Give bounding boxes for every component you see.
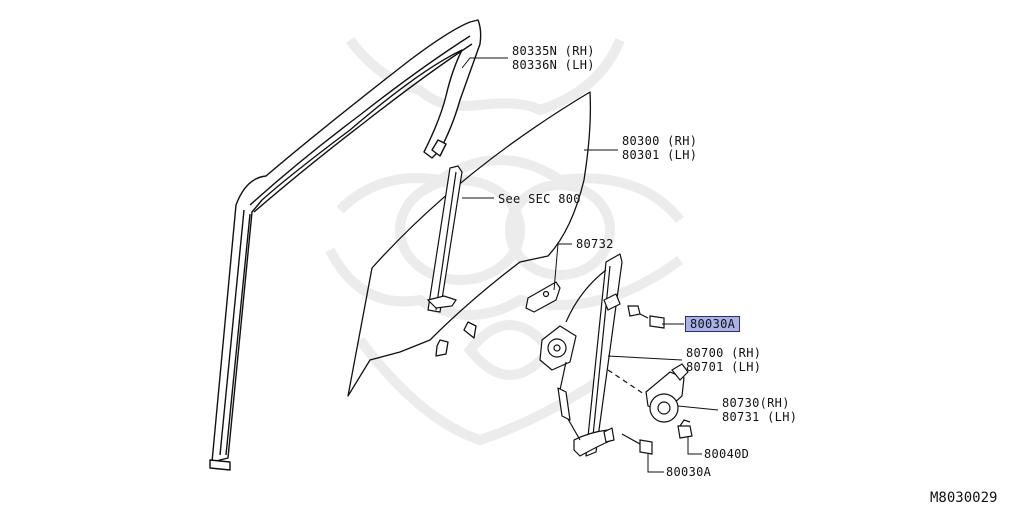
label-80300-rh: 80300 (RH) (622, 134, 698, 148)
glass-run-channel (426, 165, 463, 313)
regulator-motor (607, 363, 689, 423)
diagram-code: M8030029 (930, 490, 998, 506)
label-80701-lh: 80701 (LH) (686, 360, 762, 374)
leader-lines (461, 57, 719, 473)
label-80301-lh: 80301 (LH) (622, 148, 698, 162)
watermark-logo (325, 36, 684, 446)
window-regulator (539, 253, 623, 457)
label-80730-rh: 80730(RH) (722, 396, 790, 410)
label-80336n-lh: 80336N (LH) (512, 58, 595, 72)
bolt-80030a-bottom (621, 433, 653, 455)
nut-80040d (677, 419, 693, 439)
bracket-80732 (525, 281, 561, 313)
label-80700-rh: 80700 (RH) (686, 346, 762, 360)
label-80040d: 80040D (704, 447, 750, 461)
label-see-sec-800: See SEC 800 (498, 192, 581, 206)
label-80731-lh: 80731 (LH) (722, 410, 798, 424)
window-glass (347, 91, 592, 397)
label-80030a-bottom: 80030A (666, 465, 712, 479)
label-80030a-top-highlighted[interactable]: 80030A (685, 316, 741, 332)
label-80335n-rh: 80335N (RH) (512, 44, 595, 58)
bolt-80030a-top (627, 305, 665, 329)
label-80732: 80732 (576, 237, 614, 251)
door-sash-channel (209, 19, 482, 471)
